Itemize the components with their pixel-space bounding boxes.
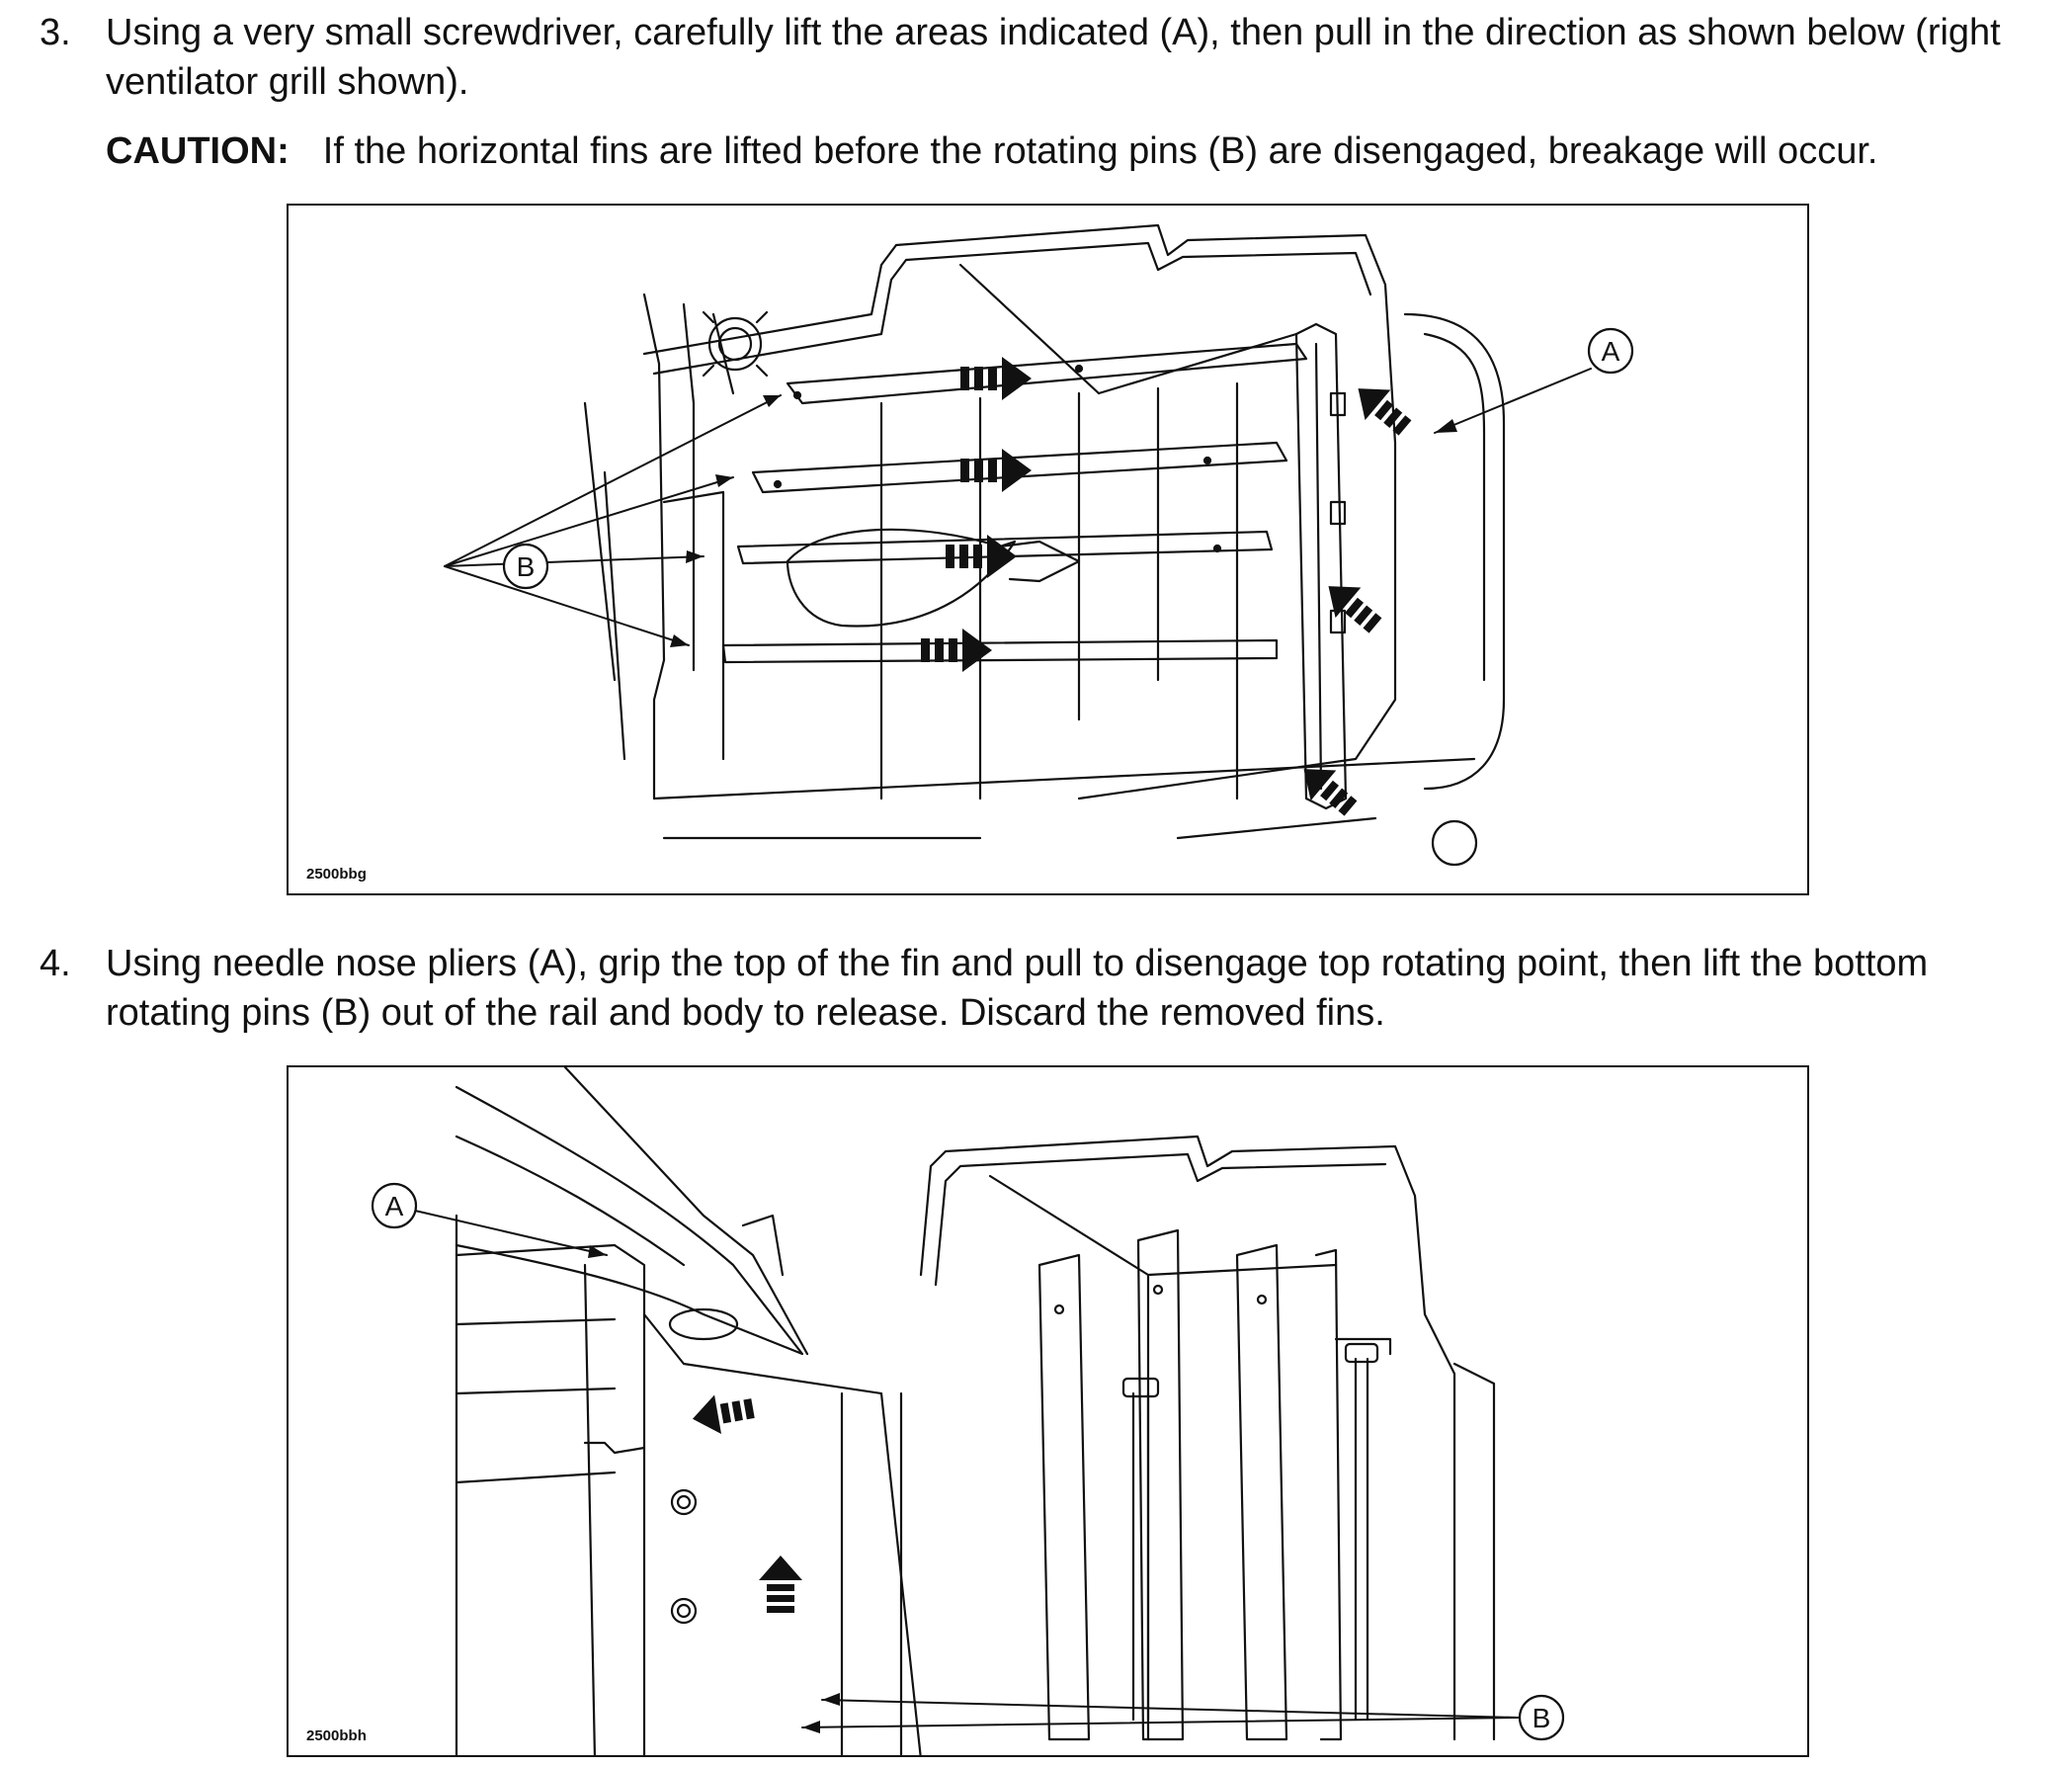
caution-label: CAUTION: xyxy=(106,130,290,172)
caution-text: If the horizontal fins are lifted before… xyxy=(322,130,1878,172)
figure-1-illustration: A B xyxy=(444,223,1634,867)
step-number: 3. xyxy=(40,12,71,53)
svg-text:A: A xyxy=(1602,336,1620,367)
step-number: 4. xyxy=(40,943,71,984)
callout-b: B xyxy=(502,543,549,590)
svg-text:B: B xyxy=(1533,1703,1551,1733)
svg-text:A: A xyxy=(385,1191,404,1221)
svg-text:B: B xyxy=(517,551,536,582)
figure-needle-nose-pliers: A B 2500bbh xyxy=(287,1065,1809,1757)
figure-id: 2500bbg xyxy=(306,866,367,883)
step-text: Using needle nose pliers (A), grip the t… xyxy=(106,943,1929,1034)
figure-2-illustration: A B xyxy=(371,1067,1565,1755)
caution-note: CAUTION: If the horizontal fins are lifte… xyxy=(106,126,1877,176)
figure-vent-grill-fins: A B 2500bbg xyxy=(287,204,1809,895)
callout-b: B xyxy=(1518,1694,1565,1741)
step-text: Using a very small screwdriver, carefull… xyxy=(106,12,2001,103)
callout-a: A xyxy=(1587,327,1634,375)
figure-id: 2500bbh xyxy=(306,1727,367,1744)
callout-a: A xyxy=(371,1182,418,1229)
